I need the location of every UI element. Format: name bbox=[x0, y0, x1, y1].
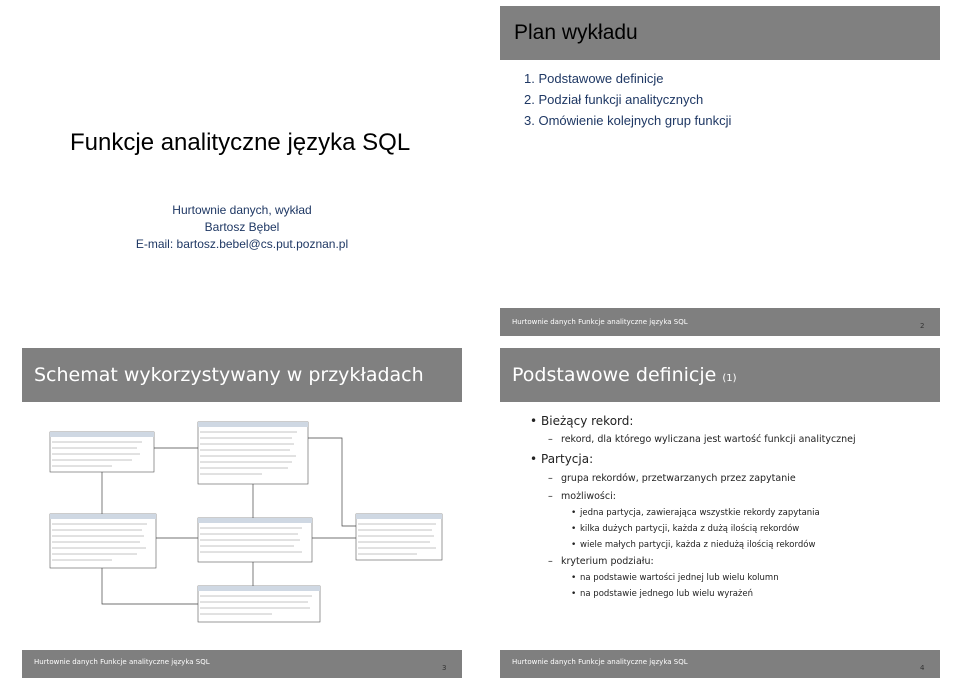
def-line-1: Bieżący rekord: bbox=[530, 414, 633, 428]
subtitle-line-course: Hurtownie danych, wykład bbox=[172, 203, 312, 217]
slide-4: Podstawowe definicje (1) Bieżący rekord:… bbox=[500, 348, 940, 678]
def-line-8: wiele małych partycji, każda z niedużą i… bbox=[571, 540, 815, 550]
subtitle-line-email: E-mail: bartosz.bebel@cs.put.poznan.pl bbox=[135, 237, 349, 251]
agenda-list: 1. Podstawowe definicje 2. Podział funkc… bbox=[524, 68, 731, 131]
slide-4-title: Podstawowe definicje (1) bbox=[512, 364, 737, 386]
slide-3: Schemat wykorzystywany w przykładach bbox=[22, 348, 462, 678]
slide-1: Funkcje analityczne języka SQL Hurtownie… bbox=[22, 6, 462, 336]
def-line-6: jedna partycja, zawierająca wszystkie re… bbox=[571, 508, 820, 518]
slide-3-title-band bbox=[22, 348, 462, 402]
slide-4-footer-text: Hurtownie danych Funkcje analityczne jęz… bbox=[512, 658, 688, 666]
agenda-item-1: 1. Podstawowe definicje bbox=[524, 71, 664, 86]
def-line-3: Partycja: bbox=[530, 452, 593, 466]
def-line-5: możliwości: bbox=[548, 491, 616, 502]
er-schema-diagram bbox=[49, 421, 443, 623]
def-line-9: kryterium podziału: bbox=[548, 556, 654, 567]
slide-2-title: Plan wykładu bbox=[514, 21, 638, 44]
def-line-2: rekord, dla którego wyliczana jest warto… bbox=[548, 434, 856, 445]
def-line-11: na podstawie jednego lub wielu wyrażeń bbox=[571, 589, 753, 599]
slide-4-title-main: Podstawowe definicje bbox=[512, 364, 717, 386]
slide-4-footer-bar bbox=[500, 650, 940, 678]
slide-4-title-band bbox=[500, 348, 940, 402]
def-line-7: kilka dużych partycji, każda z dużą iloś… bbox=[571, 524, 799, 534]
slide-3-footer-bar bbox=[22, 650, 462, 678]
slide-3-title: Schemat wykorzystywany w przykładach bbox=[34, 364, 424, 386]
subtitle-line-author: Bartosz Bębel bbox=[204, 220, 280, 234]
slide-3-footer-text: Hurtownie danych Funkcje analityczne jęz… bbox=[34, 658, 210, 666]
agenda-item-3: 3. Omówienie kolejnych grup funkcji bbox=[524, 113, 732, 128]
slide-1-subtitle: Hurtownie danych, wykład Bartosz Bębel E… bbox=[22, 202, 462, 253]
def-line-10: na podstawie wartości jednej lub wielu k… bbox=[571, 573, 779, 583]
agenda-item-2: 2. Podział funkcji analitycznych bbox=[524, 92, 704, 107]
slide-2: Plan wykładu 1. Podstawowe definicje 2. … bbox=[500, 6, 940, 336]
slide-4-page-number: 4 bbox=[920, 664, 925, 672]
slide-2-page-number: 2 bbox=[920, 322, 925, 330]
slide-4-title-suffix: (1) bbox=[722, 373, 737, 384]
slide-2-title-band bbox=[500, 6, 940, 60]
slide-2-footer-text: Hurtownie danych Funkcje analityczne jęz… bbox=[512, 318, 688, 326]
slide-3-page-number: 3 bbox=[442, 664, 447, 672]
slide-2-footer-bar bbox=[500, 308, 940, 336]
slide-1-title: Funkcje analityczne języka SQL bbox=[70, 129, 411, 156]
def-line-4: grupa rekordów, przetwarzanych przez zap… bbox=[548, 473, 796, 484]
